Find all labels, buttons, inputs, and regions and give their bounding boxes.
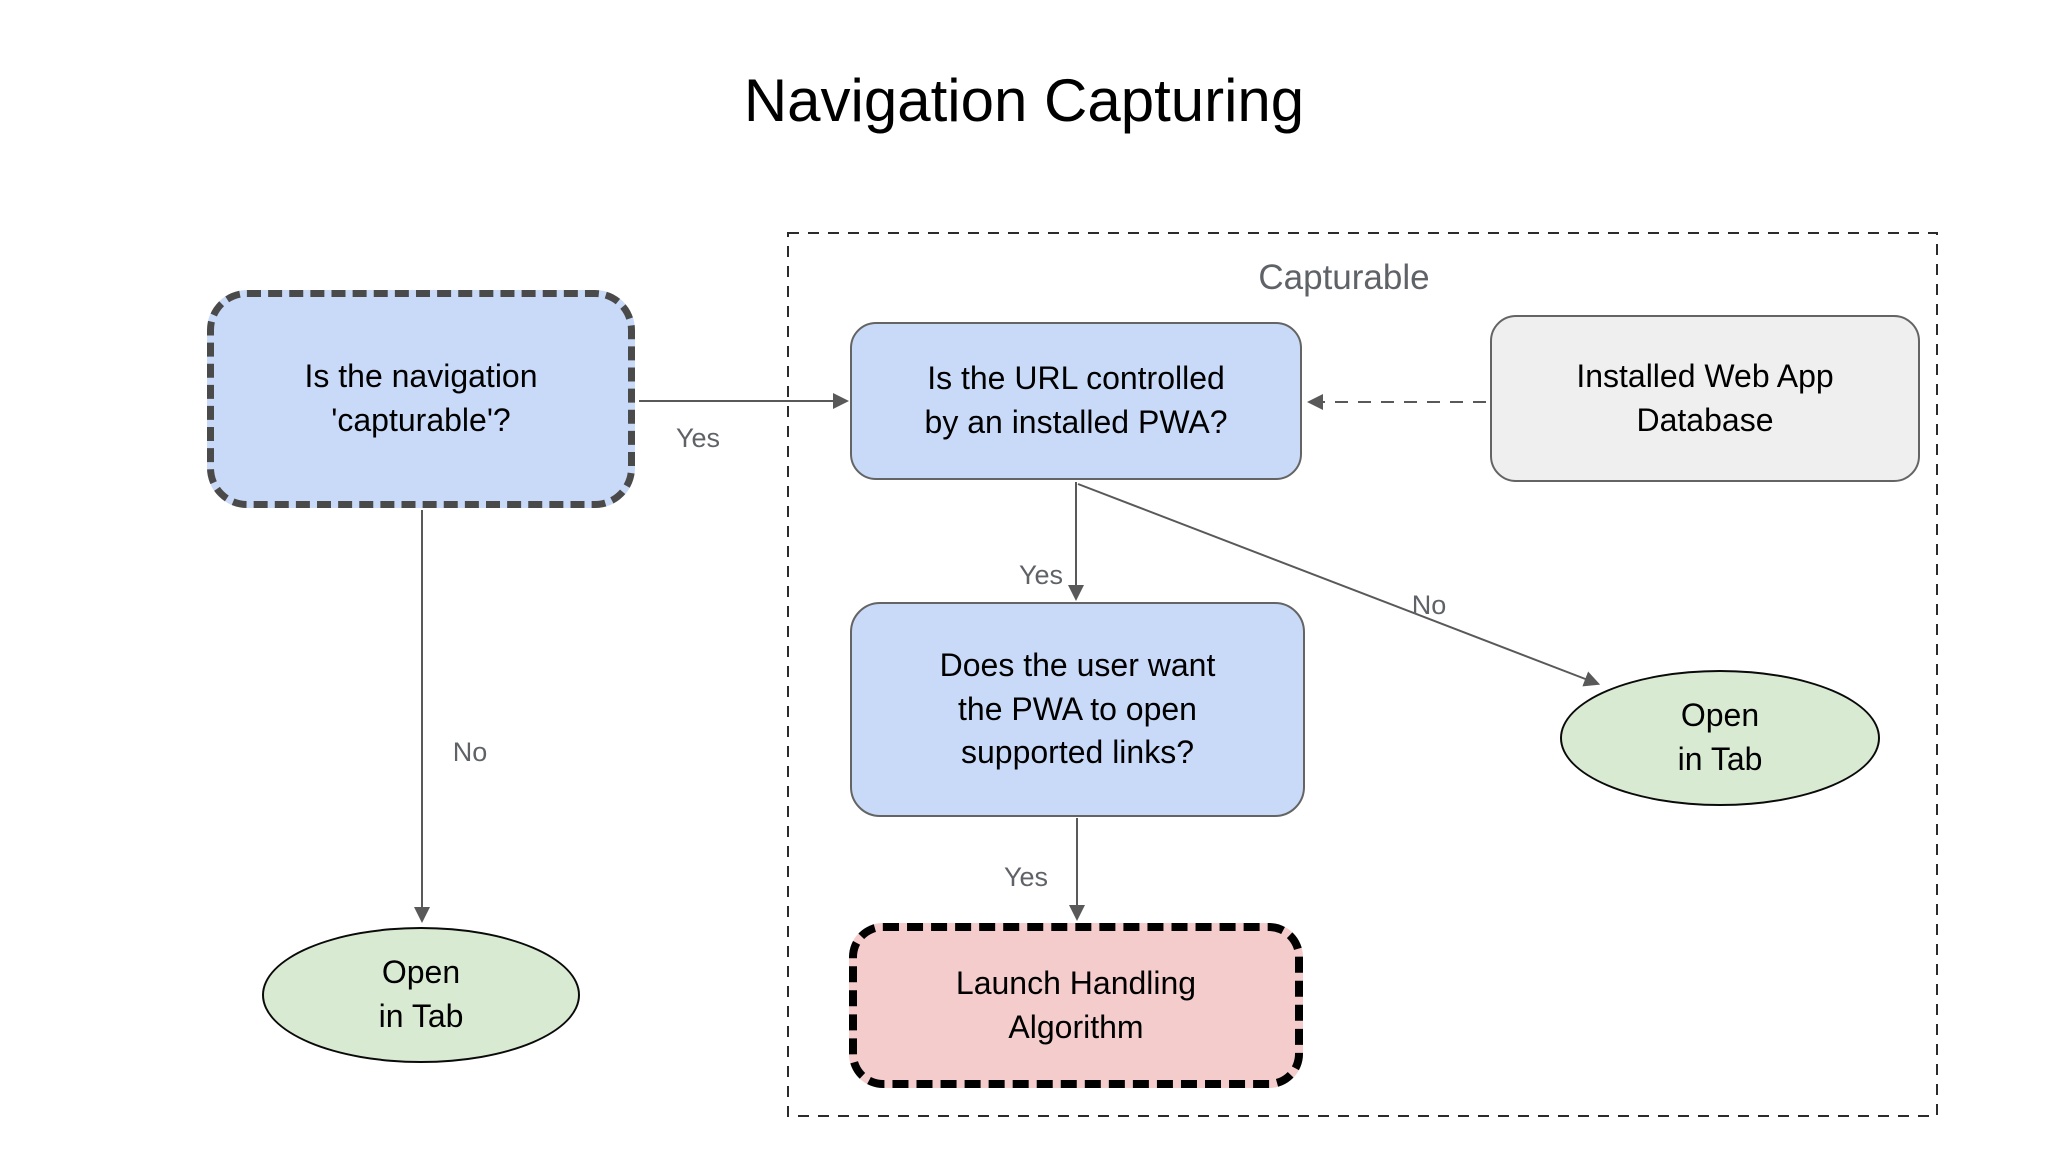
node-installed-web-app-database: Installed Web App Database <box>1490 315 1920 482</box>
edge-label-yes-capturable: Yes <box>675 423 721 453</box>
capturable-group-label: Capturable <box>1258 258 1430 297</box>
edge-no-pwa-arrow <box>1077 483 1601 687</box>
node-open-in-tab-right: Open in Tab <box>1560 670 1880 806</box>
node-url-controlled-by-pwa: Is the URL controlled by an installed PW… <box>850 322 1302 480</box>
node-is-navigation-capturable: Is the navigation 'capturable'? <box>207 290 635 508</box>
edge-label-yes-supported: Yes <box>1003 862 1049 892</box>
diagram-title: Navigation Capturing <box>743 67 1305 134</box>
edge-label-no-capturable: No <box>452 737 488 767</box>
node-user-wants-supported-links: Does the user want the PWA to open suppo… <box>850 602 1305 817</box>
node-open-in-tab-left: Open in Tab <box>262 927 580 1063</box>
node-launch-handling-algorithm: Launch Handling Algorithm <box>849 923 1303 1088</box>
edge-label-yes-pwa: Yes <box>1018 560 1064 590</box>
capturable-group-border <box>787 232 1938 1117</box>
edge-label-no-pwa: No <box>1411 590 1447 620</box>
